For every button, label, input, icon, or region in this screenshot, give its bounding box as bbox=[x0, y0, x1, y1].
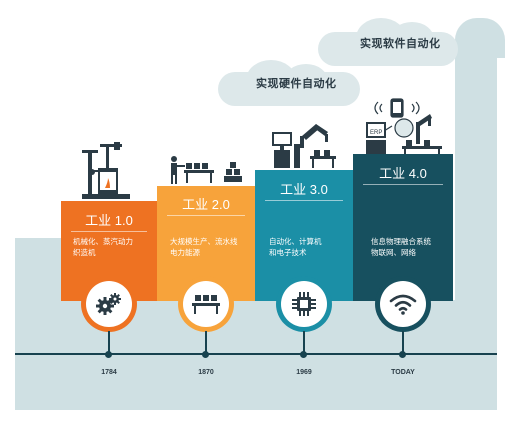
robot-arm-illustration bbox=[272, 124, 336, 168]
stage-title: 工业 1.0 bbox=[85, 213, 133, 228]
icon-circle-1 bbox=[86, 281, 132, 327]
timeline-dot bbox=[300, 351, 307, 358]
conveyor-icon bbox=[192, 295, 220, 314]
timeline-dot bbox=[202, 351, 209, 358]
stage-title: 工业 2.0 bbox=[182, 197, 230, 212]
timeline-year: 1870 bbox=[198, 369, 214, 376]
stage-divider bbox=[167, 215, 245, 216]
cloud-software-label: 实现软件自动化 bbox=[360, 38, 441, 50]
timeline-stem bbox=[402, 331, 404, 353]
icon-circle-2 bbox=[183, 281, 229, 327]
icon-circle-3 bbox=[281, 281, 327, 327]
background-ground bbox=[15, 300, 497, 410]
timeline-dot bbox=[105, 351, 112, 358]
stage-divider bbox=[265, 200, 343, 201]
timeline-year: 1969 bbox=[296, 369, 312, 376]
cloud-hardware: 实现硬件自动化 bbox=[218, 58, 360, 108]
timeline-dot bbox=[399, 351, 406, 358]
background-chimney-top bbox=[455, 18, 505, 58]
background-chimney bbox=[455, 40, 497, 300]
stage-divider bbox=[71, 231, 147, 232]
stage-title: 工业 4.0 bbox=[379, 166, 427, 181]
chip-icon bbox=[292, 292, 316, 316]
connected-factory-illustration: ERP bbox=[366, 98, 442, 158]
timeline-stem bbox=[303, 331, 305, 353]
timeline-year: TODAY bbox=[391, 369, 415, 376]
stage-industry-3: 工业 3.0 自动化、计算机 和电子技术 bbox=[255, 170, 353, 301]
cloud-hardware-label: 实现硬件自动化 bbox=[256, 78, 337, 90]
cloud-software: 实现软件自动化 bbox=[318, 18, 458, 66]
gears-icon bbox=[96, 293, 121, 315]
stage-description: 大规模生产、流水线 电力能源 bbox=[170, 237, 238, 257]
wifi-icon bbox=[389, 294, 417, 315]
timeline-stem bbox=[205, 331, 207, 353]
stage-industry-4: 工业 4.0 信息物理融合系统 物联网、网络 bbox=[353, 154, 453, 301]
stage-title: 工业 3.0 bbox=[280, 182, 328, 197]
stage-description: 自动化、计算机 和电子技术 bbox=[269, 237, 322, 257]
stage-description: 信息物理融合系统 物联网、网络 bbox=[371, 237, 431, 257]
timeline-stem bbox=[108, 331, 110, 353]
assembly-workers-illustration bbox=[171, 156, 242, 184]
icon-circle-4 bbox=[380, 281, 426, 327]
steam-engine-illustration bbox=[82, 142, 130, 199]
stage-description: 机械化、蒸汽动力 织造机 bbox=[73, 237, 133, 257]
erp-label: ERP bbox=[370, 130, 382, 136]
stage-divider bbox=[363, 184, 443, 185]
timeline-year: 1784 bbox=[101, 369, 117, 376]
timeline-axis bbox=[15, 353, 497, 355]
